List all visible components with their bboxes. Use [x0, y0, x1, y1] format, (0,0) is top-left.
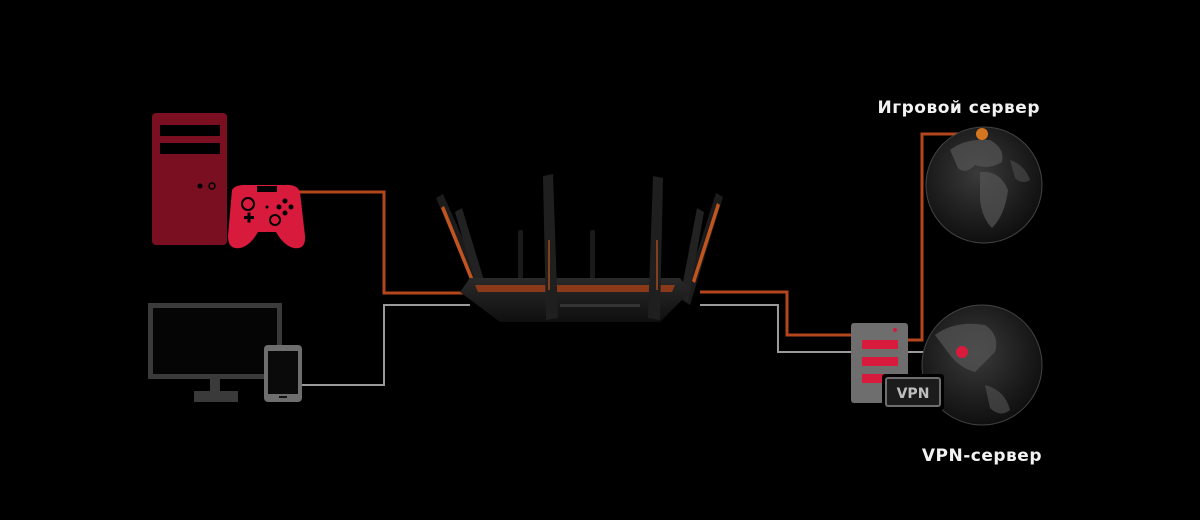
game-server-link: [905, 132, 982, 342]
gaming-link-left: [298, 190, 470, 295]
monitor-icon: [148, 303, 282, 402]
gaming-link-right: [700, 290, 853, 337]
gamepad-icon: [228, 184, 306, 249]
vpn-badge: VPN: [882, 374, 944, 410]
regular-link-right: [700, 304, 853, 353]
globe-icon: [925, 126, 1043, 244]
vpn-badge-text: VPN: [897, 386, 930, 402]
router-icon: [436, 174, 723, 322]
connection-lines: [298, 132, 982, 386]
smartphone-icon: [264, 345, 302, 402]
game-server-marker: [976, 128, 988, 140]
regular-link-left: [298, 304, 470, 386]
game-server-label: Игровой сервер: [877, 98, 1040, 118]
vpn-server-label: VPN-сервер: [921, 446, 1042, 466]
pc-tower-icon: [152, 113, 227, 245]
vpn-server-marker: [956, 346, 968, 358]
